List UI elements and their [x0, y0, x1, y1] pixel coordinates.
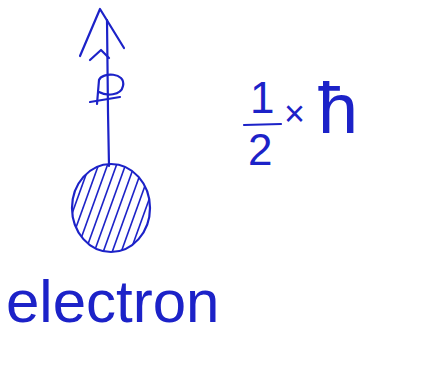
hatch-line: [65, 160, 101, 258]
hatch-line: [29, 160, 65, 258]
hatch-line: [92, 160, 128, 258]
hatch-line: [137, 160, 173, 258]
particle-name: electron: [6, 272, 219, 332]
hatch-line: [74, 160, 110, 258]
hatch-line: [164, 160, 200, 258]
spin-axis-line: [107, 20, 109, 166]
arrow-head: [80, 9, 124, 56]
hatch-line: [146, 160, 182, 258]
electron-particle: electron: [0, 160, 285, 360]
hatch-line: [182, 160, 218, 258]
hatch-line: [38, 160, 74, 258]
reduced-planck-constant: ħ: [318, 72, 358, 144]
hatch-line: [173, 160, 209, 258]
arrow-head-inner: [90, 50, 109, 60]
hatch-line: [11, 160, 47, 258]
hatching: [0, 160, 227, 258]
rotation-curl: [97, 75, 123, 104]
hatch-line: [0, 160, 29, 258]
times-sign: ×: [284, 96, 305, 132]
hatch-line: [110, 160, 146, 258]
fraction-numerator: 1: [250, 76, 274, 120]
electron-outline: [72, 164, 150, 252]
fraction-bar: [244, 124, 281, 125]
hatch-line: [20, 160, 56, 258]
rotation-curl: [90, 97, 120, 102]
fraction-denominator: 2: [248, 128, 272, 172]
hatch-line: [191, 160, 227, 258]
hatch-line: [2, 160, 38, 258]
hatch-line: [47, 160, 83, 258]
hatch-line: [101, 160, 137, 258]
hatch-line: [155, 160, 191, 258]
